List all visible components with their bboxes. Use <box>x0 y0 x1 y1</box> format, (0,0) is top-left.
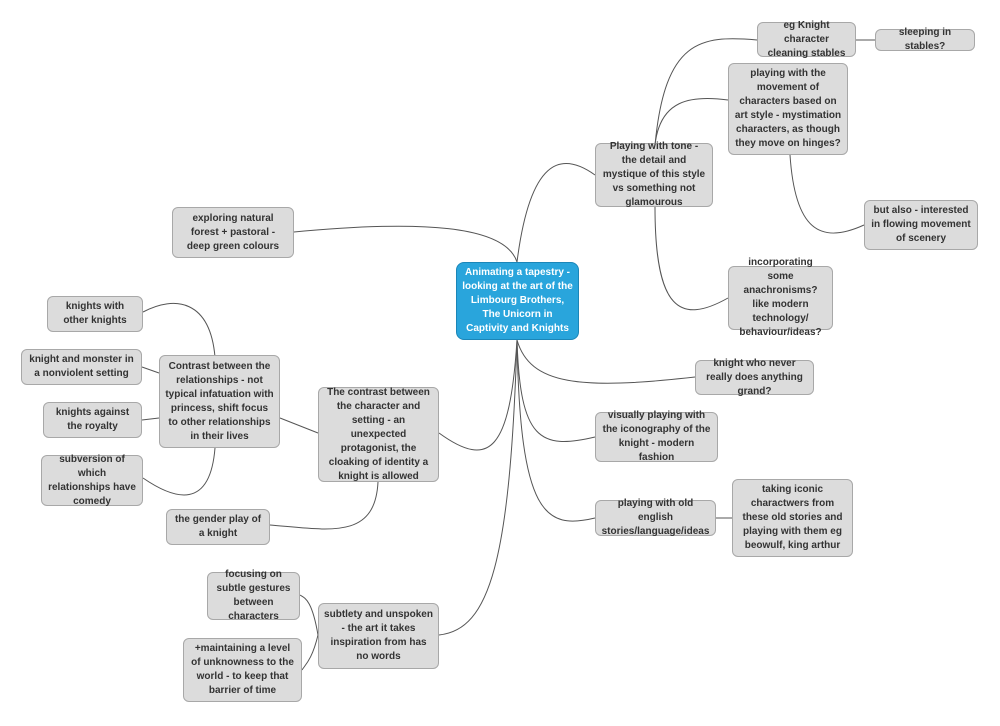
topic-movement[interactable]: playing with the movement of characters … <box>728 63 848 155</box>
topic-royalty[interactable]: knights against the royalty <box>43 402 142 438</box>
link-subtlety-unknowness <box>301 634 319 671</box>
link-movement-scenery <box>789 154 865 234</box>
topic-subtlety[interactable]: subtlety and unspoken - the art it takes… <box>318 603 439 669</box>
link-tone-anachronisms <box>654 206 729 311</box>
topic-monster[interactable]: knight and monster in a nonviolent setti… <box>21 349 142 385</box>
link-tone-movement <box>654 97 729 146</box>
link-root-oldenglish <box>516 339 596 522</box>
topic-scenery[interactable]: but also - interested in flowing movemen… <box>864 200 978 250</box>
link-tone-stables <box>654 38 758 146</box>
link-root-forest <box>293 225 518 263</box>
link-root-iconography <box>516 339 596 443</box>
link-relationships-royalty <box>141 417 160 421</box>
topic-iconography[interactable]: visually playing with the iconography of… <box>595 410 718 463</box>
topic-sleeping-stables[interactable]: sleeping in stables? <box>875 27 975 52</box>
topic-gestures[interactable]: focusing on subtle gestures between char… <box>207 569 300 622</box>
link-root-subtlety <box>438 339 518 636</box>
topic-relationships[interactable]: Contrast between the relationships - not… <box>159 355 280 448</box>
link-subtlety-gestures <box>299 594 319 636</box>
link-relationships-otherknights <box>142 302 216 358</box>
link-root-contrast <box>438 339 518 451</box>
topic-knight-stables[interactable]: eg Knight character cleaning stables <box>757 20 856 59</box>
link-relationships-monster <box>141 366 160 374</box>
topic-forest[interactable]: exploring natural forest + pastoral - de… <box>172 207 294 258</box>
link-root-tone <box>516 162 596 263</box>
topic-anachronisms[interactable]: incorporating some anachronisms? like mo… <box>728 257 833 338</box>
topic-contrast-character[interactable]: The contrast between the character and s… <box>318 387 439 482</box>
topic-never-grand[interactable]: knight who never really does anything gr… <box>695 358 814 397</box>
topic-old-english[interactable]: playing with old english stories/languag… <box>595 498 716 537</box>
topic-iconic-characters[interactable]: taking iconic charactwers from these old… <box>732 479 853 557</box>
topic-tone[interactable]: Playing with tone - the detail and mysti… <box>595 141 713 208</box>
link-contrast-relationships <box>279 417 319 434</box>
central-topic[interactable]: Animating a tapestry - looking at the ar… <box>456 262 579 340</box>
link-contrast-gender <box>269 481 379 530</box>
link-root-nevergrand <box>516 339 696 384</box>
topic-comedy[interactable]: subversion of which relationships have c… <box>41 454 143 507</box>
link-relationships-comedy <box>142 447 216 496</box>
topic-unknowness[interactable]: +maintaining a level of unknowness to th… <box>183 638 302 702</box>
topic-gender[interactable]: the gender play of a knight <box>166 509 270 545</box>
topic-other-knights[interactable]: knights with other knights <box>47 296 143 332</box>
